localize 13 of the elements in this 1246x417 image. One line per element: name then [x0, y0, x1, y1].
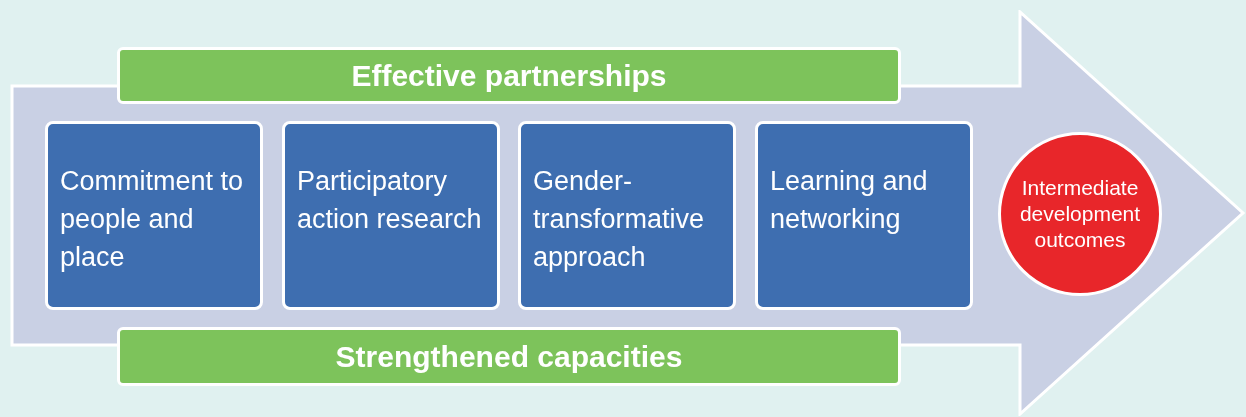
node-label: Learning and networking [770, 165, 929, 236]
banner [117, 47, 901, 104]
node-label: Commitment to people and place [60, 165, 245, 274]
node-label: Effective partnerships [351, 58, 667, 93]
node-label: Participatory action research [297, 165, 483, 236]
process-box [282, 121, 500, 310]
process-box [45, 121, 263, 310]
node-label: Gender-transformative approach [533, 165, 706, 274]
banner [117, 327, 901, 386]
node-label: Strengthened capacities [335, 339, 683, 374]
process-box [755, 121, 973, 310]
node-label: Intermediate development outcomes [1018, 175, 1142, 253]
process-box [518, 121, 736, 310]
